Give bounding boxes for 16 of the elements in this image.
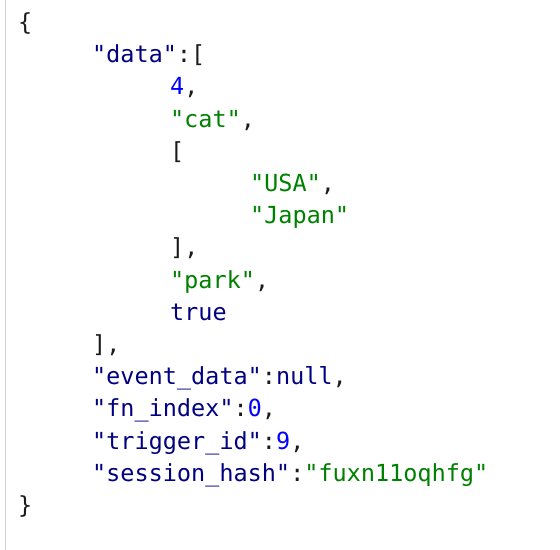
- code-line: true: [170, 296, 227, 327]
- code-line: "fn_index":0,: [92, 393, 276, 424]
- code-line: ],: [92, 329, 120, 359]
- code-line: }: [18, 490, 32, 520]
- code-line: 4,: [170, 71, 198, 102]
- code-line: "Japan": [250, 200, 350, 230]
- code-line: ],: [170, 232, 198, 262]
- code-line: [: [170, 136, 184, 166]
- code-line: "trigger_id":9,: [92, 426, 304, 456]
- code-line: "session_hash":"fuxn11oqhfg": [92, 458, 488, 488]
- code-line: "USA",: [250, 168, 335, 198]
- code-line: "park",: [170, 264, 270, 295]
- code-line: "cat",: [170, 104, 255, 134]
- code-line: "data":[: [92, 39, 206, 70]
- code-line: "event_data":null,: [92, 361, 347, 392]
- code-line: {: [18, 7, 32, 37]
